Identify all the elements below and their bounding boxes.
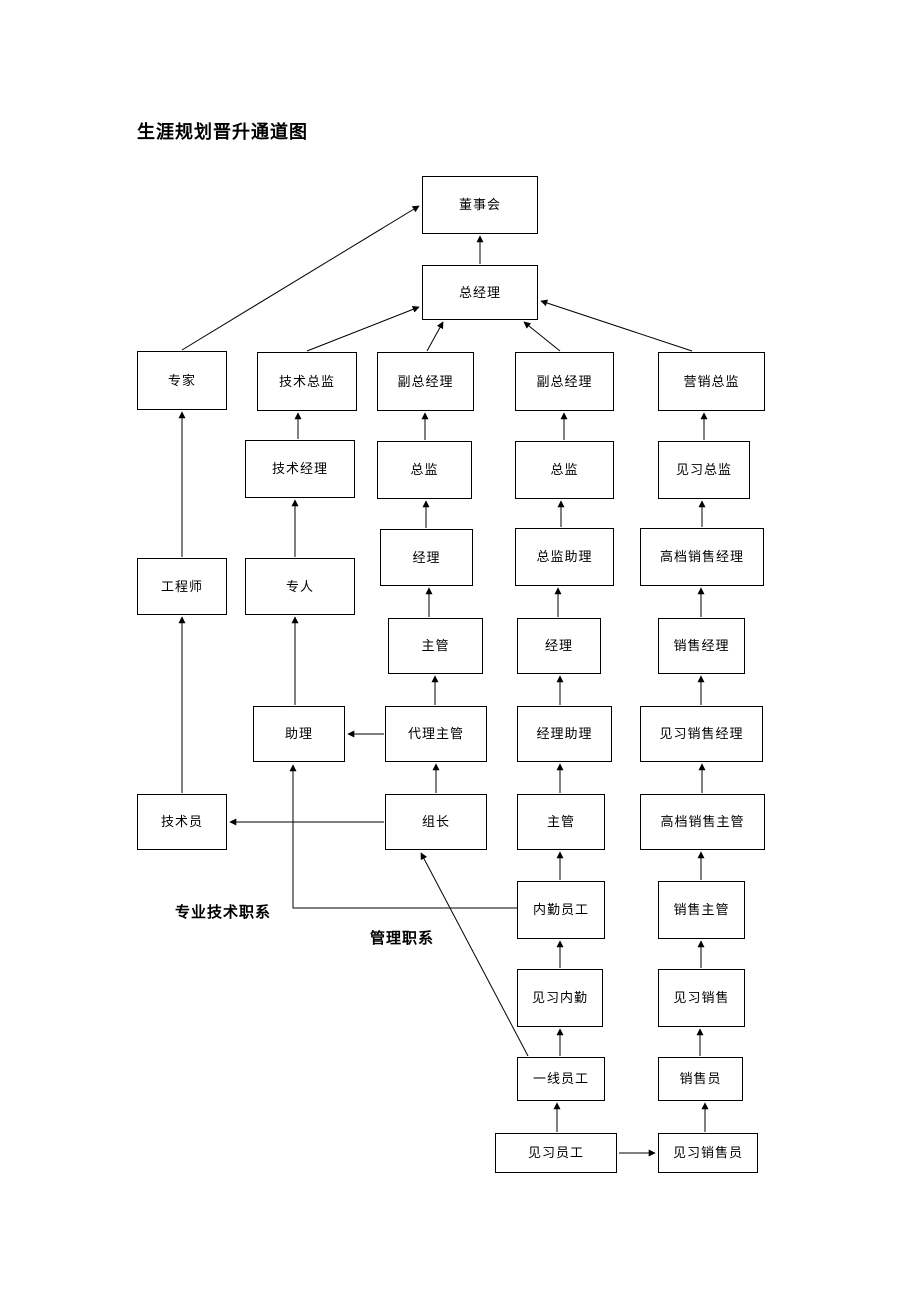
node-trainee-office-staff: 见习内勤 xyxy=(517,969,603,1027)
node-acting-supervisor: 代理主管 xyxy=(385,706,487,762)
node-director-assistant: 总监助理 xyxy=(515,528,614,586)
edge-tech-director-general-manager xyxy=(306,306,420,352)
node-salesperson: 销售员 xyxy=(658,1057,743,1101)
node-deputy-gm-a: 副总经理 xyxy=(377,352,474,411)
node-expert: 专家 xyxy=(137,351,227,410)
node-marketing-director: 营销总监 xyxy=(658,352,765,411)
page-title: 生涯规划晋升通道图 xyxy=(137,122,308,142)
node-assistant: 助理 xyxy=(253,706,345,762)
node-manager-a: 经理 xyxy=(380,529,473,586)
node-trainee-salesperson: 见习销售员 xyxy=(658,1133,758,1173)
node-office-staff: 内勤员工 xyxy=(517,881,605,939)
node-technician: 技术员 xyxy=(137,794,227,850)
node-trainee-director: 见习总监 xyxy=(658,441,750,499)
node-manager-assistant: 经理助理 xyxy=(517,706,612,762)
node-trainee-sales-manager: 见习销售经理 xyxy=(640,706,763,762)
track-label-technical: 专业技术职系 xyxy=(175,904,272,921)
edge-expert-board xyxy=(181,205,420,351)
node-board: 董事会 xyxy=(422,176,538,234)
node-manager-b: 经理 xyxy=(517,618,601,674)
node-supervisor-a: 主管 xyxy=(388,618,483,674)
node-group-leader: 组长 xyxy=(385,794,487,850)
node-sales-supervisor: 销售主管 xyxy=(658,881,745,939)
node-deputy-gm-b: 副总经理 xyxy=(515,352,614,411)
node-trainee-staff: 见习员工 xyxy=(495,1133,617,1173)
node-trainee-sales: 见习销售 xyxy=(658,969,745,1027)
track-label-management: 管理职系 xyxy=(370,930,435,947)
node-frontline-staff: 一线员工 xyxy=(517,1057,605,1101)
node-supervisor-b: 主管 xyxy=(517,794,605,850)
edge-marketing-director-general-manager xyxy=(540,299,693,352)
node-sales-manager: 销售经理 xyxy=(658,618,745,674)
node-tech-director: 技术总监 xyxy=(257,352,357,411)
node-director-a: 总监 xyxy=(377,441,472,499)
edge-frontline-staff-group-leader xyxy=(420,852,529,1057)
node-director-b: 总监 xyxy=(515,441,614,499)
node-engineer: 工程师 xyxy=(137,558,227,615)
node-senior-sales-supervisor: 高档销售主管 xyxy=(640,794,765,850)
node-tech-manager: 技术经理 xyxy=(245,440,355,498)
node-specialist: 专人 xyxy=(245,558,355,615)
edge-deputy-gm-b-general-manager xyxy=(523,321,561,352)
node-senior-sales-manager: 高档销售经理 xyxy=(640,528,764,586)
node-general-manager: 总经理 xyxy=(422,265,538,320)
edge-deputy-gm-a-general-manager xyxy=(426,321,444,352)
